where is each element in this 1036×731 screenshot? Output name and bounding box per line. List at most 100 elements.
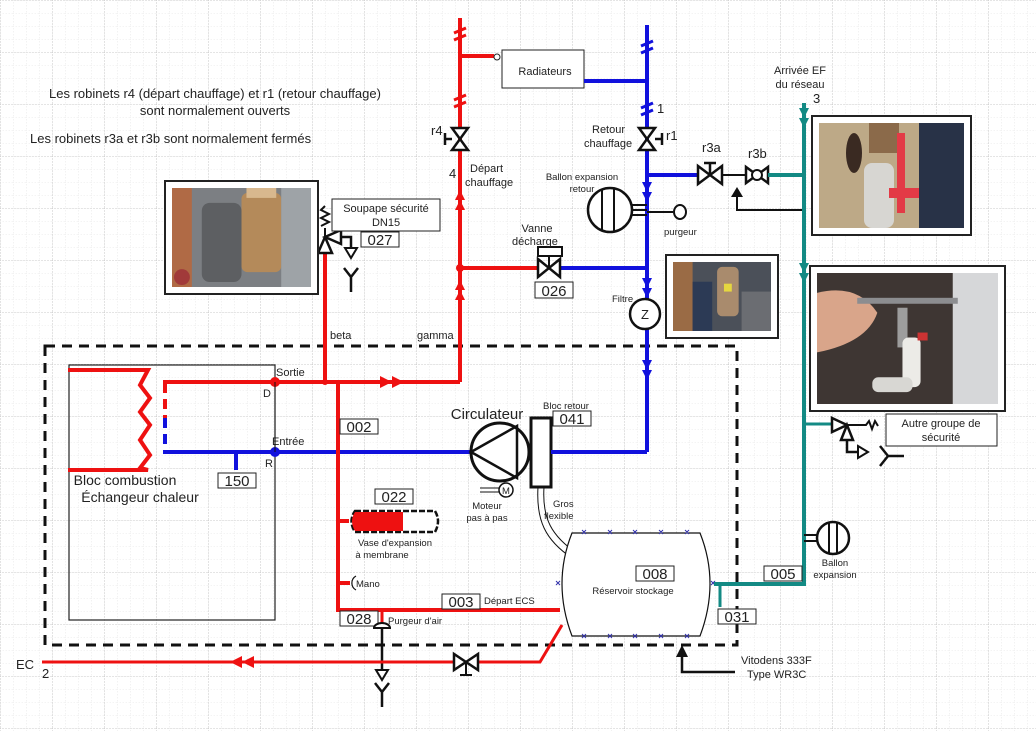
groupe-securite-drain-arrow: [857, 444, 870, 460]
photo-arrivee-ef-image: [819, 123, 964, 228]
photo-arrivee-ef: [811, 115, 972, 236]
purgeur-air-label: Purgeur d'air: [388, 616, 442, 627]
part-008-box: [635, 565, 675, 582]
entree-label: Entrée: [272, 436, 304, 448]
reservoir-stockage: [561, 532, 711, 637]
part-041: 041: [559, 411, 584, 428]
bloc-retour-icon: [529, 416, 553, 489]
valve-r4-label: r4: [431, 123, 443, 138]
marker-3: 3: [813, 91, 820, 106]
photo-filtre: [665, 254, 779, 339]
groupe-securite-funnel: [879, 445, 904, 467]
d-label: D: [263, 388, 271, 400]
purgeur-air-icon: [372, 622, 392, 629]
vanne-decharge-label-1: Vanne: [522, 223, 553, 235]
arrivee-ef-label-2: du réseau: [776, 79, 825, 91]
r-label: R: [265, 458, 273, 470]
radiateurs-label: Radiateurs: [518, 66, 572, 78]
break-mark-hot-top: [453, 26, 467, 42]
photo-filtre-image: [673, 262, 771, 331]
vitodens-pointer: [680, 655, 735, 674]
photo-groupe-securite-image: [817, 273, 998, 404]
boiler-boundary: [43, 344, 739, 647]
ec-valve-stem: [460, 662, 472, 676]
valve-r3a-stem: [704, 161, 716, 175]
moteur-label-1: Moteur: [472, 501, 502, 512]
filtre-icon: [628, 297, 662, 331]
heat-exchanger-coil: [68, 368, 153, 472]
circulateur-icon[interactable]: [469, 421, 531, 483]
bloc-retour-label: Bloc retour: [543, 401, 589, 412]
ec-arrows: [230, 656, 254, 668]
vitodens-label-2: Type WR3C: [747, 669, 806, 681]
groupe-securite-spring: [847, 418, 879, 432]
cold-down-arrows: [642, 182, 652, 380]
break-mark-cold-top: [640, 39, 654, 55]
vase-label-2: à membrane: [355, 550, 408, 561]
reservoir-marks: [555, 529, 716, 639]
break-mark-cold-mid: [640, 101, 654, 117]
beta-label: beta: [330, 330, 352, 342]
depart-chauffage-label-1: Départ: [470, 163, 503, 175]
valve-r3b-disk: [751, 169, 763, 181]
part-026: 026: [541, 283, 566, 300]
ballon-expansion-label-1: Ballon: [822, 558, 848, 569]
mano-label: Mano: [356, 579, 380, 590]
radiateurs-box: [501, 49, 585, 89]
reservoir-label: Réservoir stockage: [592, 586, 673, 597]
soupape-label-1: Soupape sécurité: [343, 203, 429, 215]
retour-chauffage-label-1: Retour: [592, 124, 625, 136]
bloc-combustion-label-1: Bloc combustion: [74, 472, 177, 488]
ballon-retour-label-1: Ballon expansion: [546, 172, 618, 183]
soupape-label-box: [331, 198, 441, 232]
bloc-combustion-label-2: Échangeur chaleur: [81, 489, 199, 505]
groupe-securite-drain: [845, 440, 858, 454]
part-005-box: [763, 565, 803, 582]
valve-r1-stem: [655, 133, 664, 145]
sortie-label: Sortie: [276, 367, 305, 379]
supply-feedback-arrowhead: [731, 187, 743, 197]
note-line-3: Les robinets r3a et r3b sont normalement…: [30, 131, 312, 146]
part-026-box: [534, 281, 574, 299]
supply-feedback-arrow: [736, 195, 804, 211]
hot-line-002: [336, 382, 560, 612]
break-mark-hot-mid: [453, 93, 467, 109]
ec-line: [42, 624, 564, 664]
soupape-spring: [318, 205, 332, 237]
soupape-drain-arrow: [343, 247, 359, 260]
filtre-label: Filtre: [612, 294, 633, 305]
note-line-2: sont normalement ouverts: [140, 103, 291, 118]
soupape-drain: [341, 235, 353, 248]
valve-r1-label: r1: [666, 128, 678, 143]
radiateurs-inlet: [493, 53, 501, 61]
vase-expansion-fill: [352, 512, 403, 531]
hot-up-arrows: [455, 190, 465, 300]
valve-r1-icon[interactable]: [636, 126, 658, 152]
moteur-icon: [498, 482, 514, 498]
depart-ecs-label: Départ ECS: [484, 596, 535, 607]
ballon-retour-label-2: retour: [570, 184, 595, 195]
soupape-funnel-icon: [343, 267, 359, 292]
depart-chauffage-label-2: chauffage: [465, 177, 513, 189]
ballon-expansion-label-2: expansion: [813, 570, 856, 581]
filtre-z: Z: [641, 307, 649, 322]
moteur-label-2: pas à pas: [466, 513, 507, 524]
circulateur-label: Circulateur: [451, 406, 524, 423]
vanne-decharge-label-2: décharge: [512, 236, 558, 248]
autre-groupe-label-box: [885, 413, 998, 447]
photo-soupape-image: [172, 188, 311, 287]
hot-arrow: [380, 376, 404, 388]
circulateur-triangle: [468, 423, 519, 481]
valve-r4-icon[interactable]: [449, 126, 471, 152]
vitodens-label-1: Vitodens 333F: [741, 655, 812, 667]
note-line-1: Les robinets r4 (départ chauffage) et r1…: [49, 86, 381, 101]
mano-icon: [351, 575, 357, 591]
part-150: 150: [224, 473, 249, 490]
part-008: 008: [642, 566, 667, 583]
vitodens-pointer-head: [676, 645, 688, 657]
soupape-label-2: DN15: [372, 217, 400, 229]
marker-4: 4: [449, 166, 456, 181]
valve-r3b-label: r3b: [748, 146, 767, 161]
moteur-m: M: [502, 486, 510, 497]
gros-flexible-label-1: Gros: [553, 499, 574, 510]
